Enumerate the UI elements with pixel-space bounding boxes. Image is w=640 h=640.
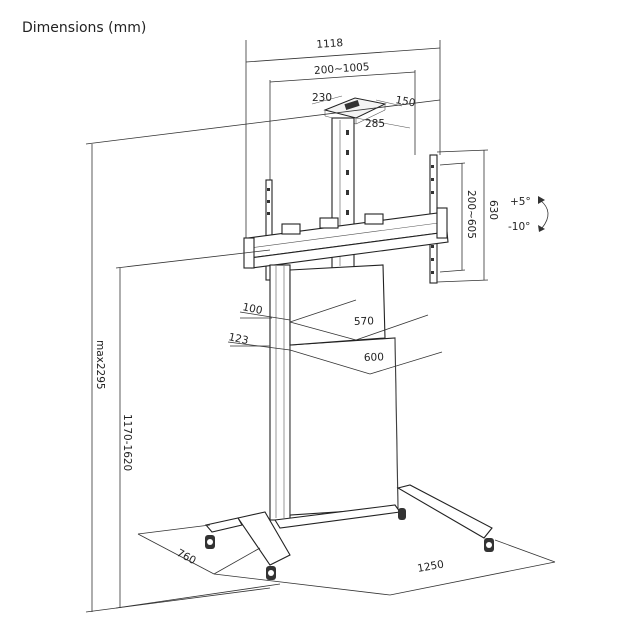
label-bracket-height: 630 (487, 200, 499, 220)
label-column-width: 600 (364, 351, 384, 364)
stand-base (204, 484, 494, 580)
dim-bracket-height: 630 200~605 (436, 149, 499, 283)
dim-shelf: 100 570 (239, 299, 429, 341)
dim-height-range: 1170-1620 (115, 249, 281, 609)
top-plate: 230 150 285 (311, 92, 416, 130)
caster-back-right (398, 508, 406, 520)
label-overall-width: 1118 (316, 37, 344, 51)
label-plate-width: 230 (312, 92, 332, 104)
label-plate-offset: 150 (394, 94, 416, 109)
mounting-rails (243, 207, 449, 269)
main-column (269, 264, 399, 521)
caster-back-left (205, 535, 215, 549)
dim-base: 760 1250 (137, 524, 556, 596)
dim-column: 123 600 (227, 331, 443, 375)
label-shelf-width: 570 (354, 315, 374, 328)
caster-front-left (266, 566, 276, 580)
caster-front-right (484, 538, 494, 552)
label-tilt-down: -10° (508, 221, 530, 233)
diagram-title: Dimensions (mm) (22, 20, 147, 36)
label-shelf-gap: 100 (241, 301, 263, 317)
label-column-offset: 123 (227, 331, 249, 347)
tilt-indicator: +5° -10° (508, 196, 549, 233)
dim-vesa-width: 200~1005 (269, 61, 416, 180)
label-vesa-width: 200~1005 (314, 61, 370, 77)
label-plate-depth: 285 (365, 118, 385, 130)
label-tilt-up: +5° (510, 196, 531, 208)
dim-max-height: max2295 (85, 99, 441, 613)
label-max-height: max2295 (94, 340, 106, 390)
dim-overall-width: 1118 (245, 37, 441, 240)
label-height-range: 1170-1620 (121, 414, 133, 471)
label-base-width: 1250 (416, 558, 444, 574)
label-vesa-height: 200~605 (465, 190, 477, 239)
